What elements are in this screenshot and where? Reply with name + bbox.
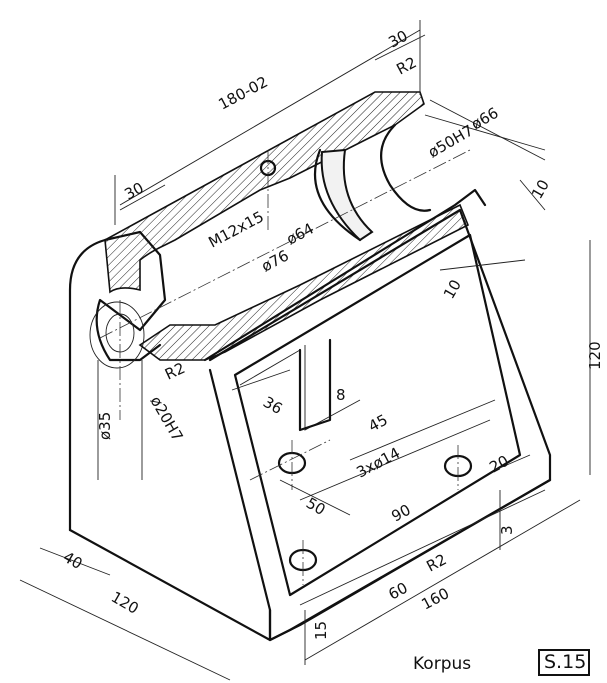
dim-40: 40	[60, 548, 86, 573]
dim-45: 45	[365, 411, 390, 436]
dim-30-left: 30	[121, 179, 146, 204]
dim-35: ø35	[96, 412, 114, 440]
dim-180: 180-02	[215, 73, 270, 114]
dim-20h7: ø20H7	[147, 393, 187, 445]
dimension-lines	[19, 20, 591, 681]
dim-3: 3	[498, 525, 516, 535]
center-lines	[99, 149, 471, 585]
left-bore-outer	[89, 301, 145, 369]
bottom-section-cut	[138, 203, 470, 361]
half-bore-arc	[313, 123, 432, 242]
half-bore-shade	[320, 148, 374, 242]
base-plate	[68, 478, 552, 642]
sheet-number-frame	[538, 649, 590, 676]
dim-50: 50	[303, 494, 329, 519]
dim-50h7: ø50H7	[425, 121, 477, 161]
dim-15: 15	[312, 621, 330, 640]
dim-10-right: 10	[528, 176, 553, 202]
dim-8: 8	[336, 386, 346, 404]
dim-120-right: 120	[586, 341, 604, 370]
right-frame-inner	[233, 233, 522, 597]
left-end-face	[68, 230, 167, 532]
dim-r2-left: R2	[162, 359, 188, 384]
dim-76: ø76	[258, 246, 291, 275]
dim-36: 36	[260, 393, 286, 418]
dim-64: ø64	[283, 219, 316, 248]
upright-top	[203, 188, 487, 362]
top-section-cut	[104, 91, 425, 294]
dim-r2-top: R2	[393, 53, 419, 78]
dim-holes: 3xø14	[353, 444, 403, 482]
sheet-number: S.15	[544, 651, 587, 673]
dim-10-mid: 10	[440, 276, 465, 302]
inner-rib	[298, 338, 332, 432]
dim-60: 60	[385, 579, 410, 604]
dim-r2-bottom: R2	[423, 550, 449, 575]
dim-120-left: 120	[108, 588, 142, 618]
dim-160: 160	[418, 584, 452, 613]
part-name: Korpus	[413, 654, 472, 674]
